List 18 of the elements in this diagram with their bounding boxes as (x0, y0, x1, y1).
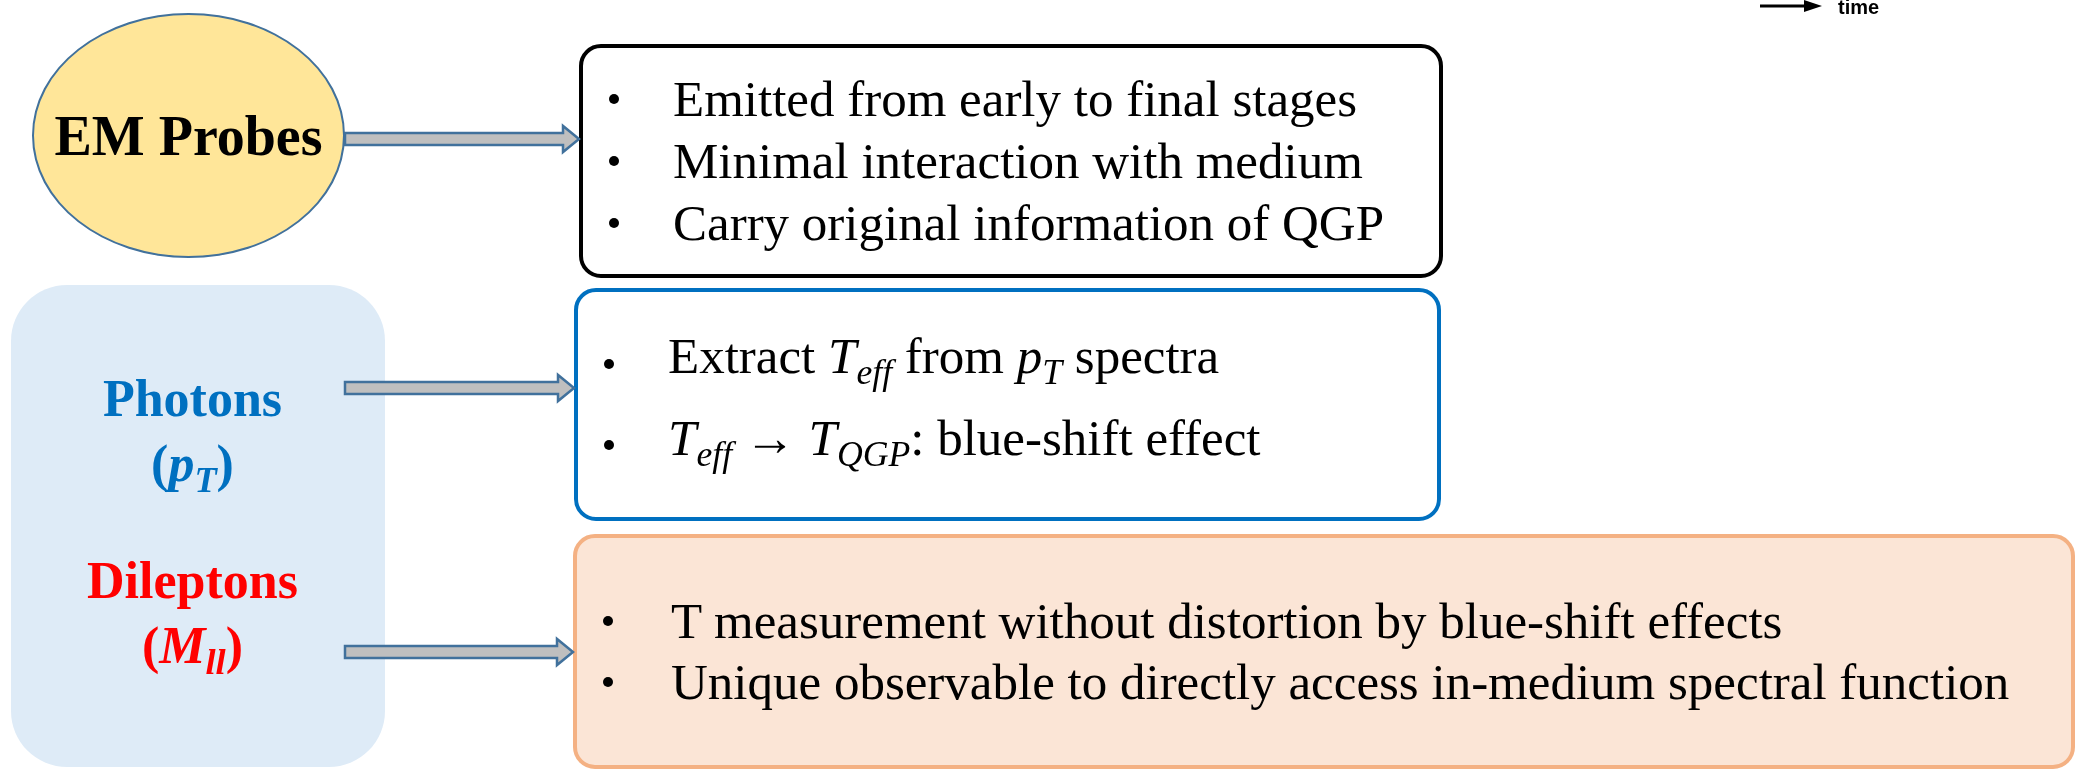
probe-title: EM Probes (53, 103, 324, 169)
bullet-text: T$_{eff}$ → T$_{QGP}$: blue-shift effect (604, 404, 1261, 487)
bullet-text: Carry original information of QGP (609, 192, 1385, 254)
info-box (573, 534, 2075, 769)
info-box (579, 44, 1443, 278)
bullet-text: Minimal interaction with medium (609, 130, 1363, 192)
block-arrow (343, 372, 576, 404)
info-box (574, 288, 1441, 521)
axis-label: time (1838, 0, 1880, 18)
bullet-text: T measurement without distortion by blue-shift effects (603, 590, 1783, 652)
block-arrow (343, 123, 581, 155)
panel-background (11, 285, 385, 767)
bullet-text: Emitted from early to final stages (609, 68, 1358, 130)
probe-title: Photons (p$_{T}$) (101, 369, 284, 503)
bullet-text: Unique observable to directly access in-medium spectral function (603, 651, 2010, 713)
block-arrow (343, 636, 575, 668)
bullet-text: Extract T$_{eff}$ from p$_{T}$ spectra (604, 322, 1220, 405)
probe-title: Dileptons (M$_{ll}$) (86, 551, 299, 685)
